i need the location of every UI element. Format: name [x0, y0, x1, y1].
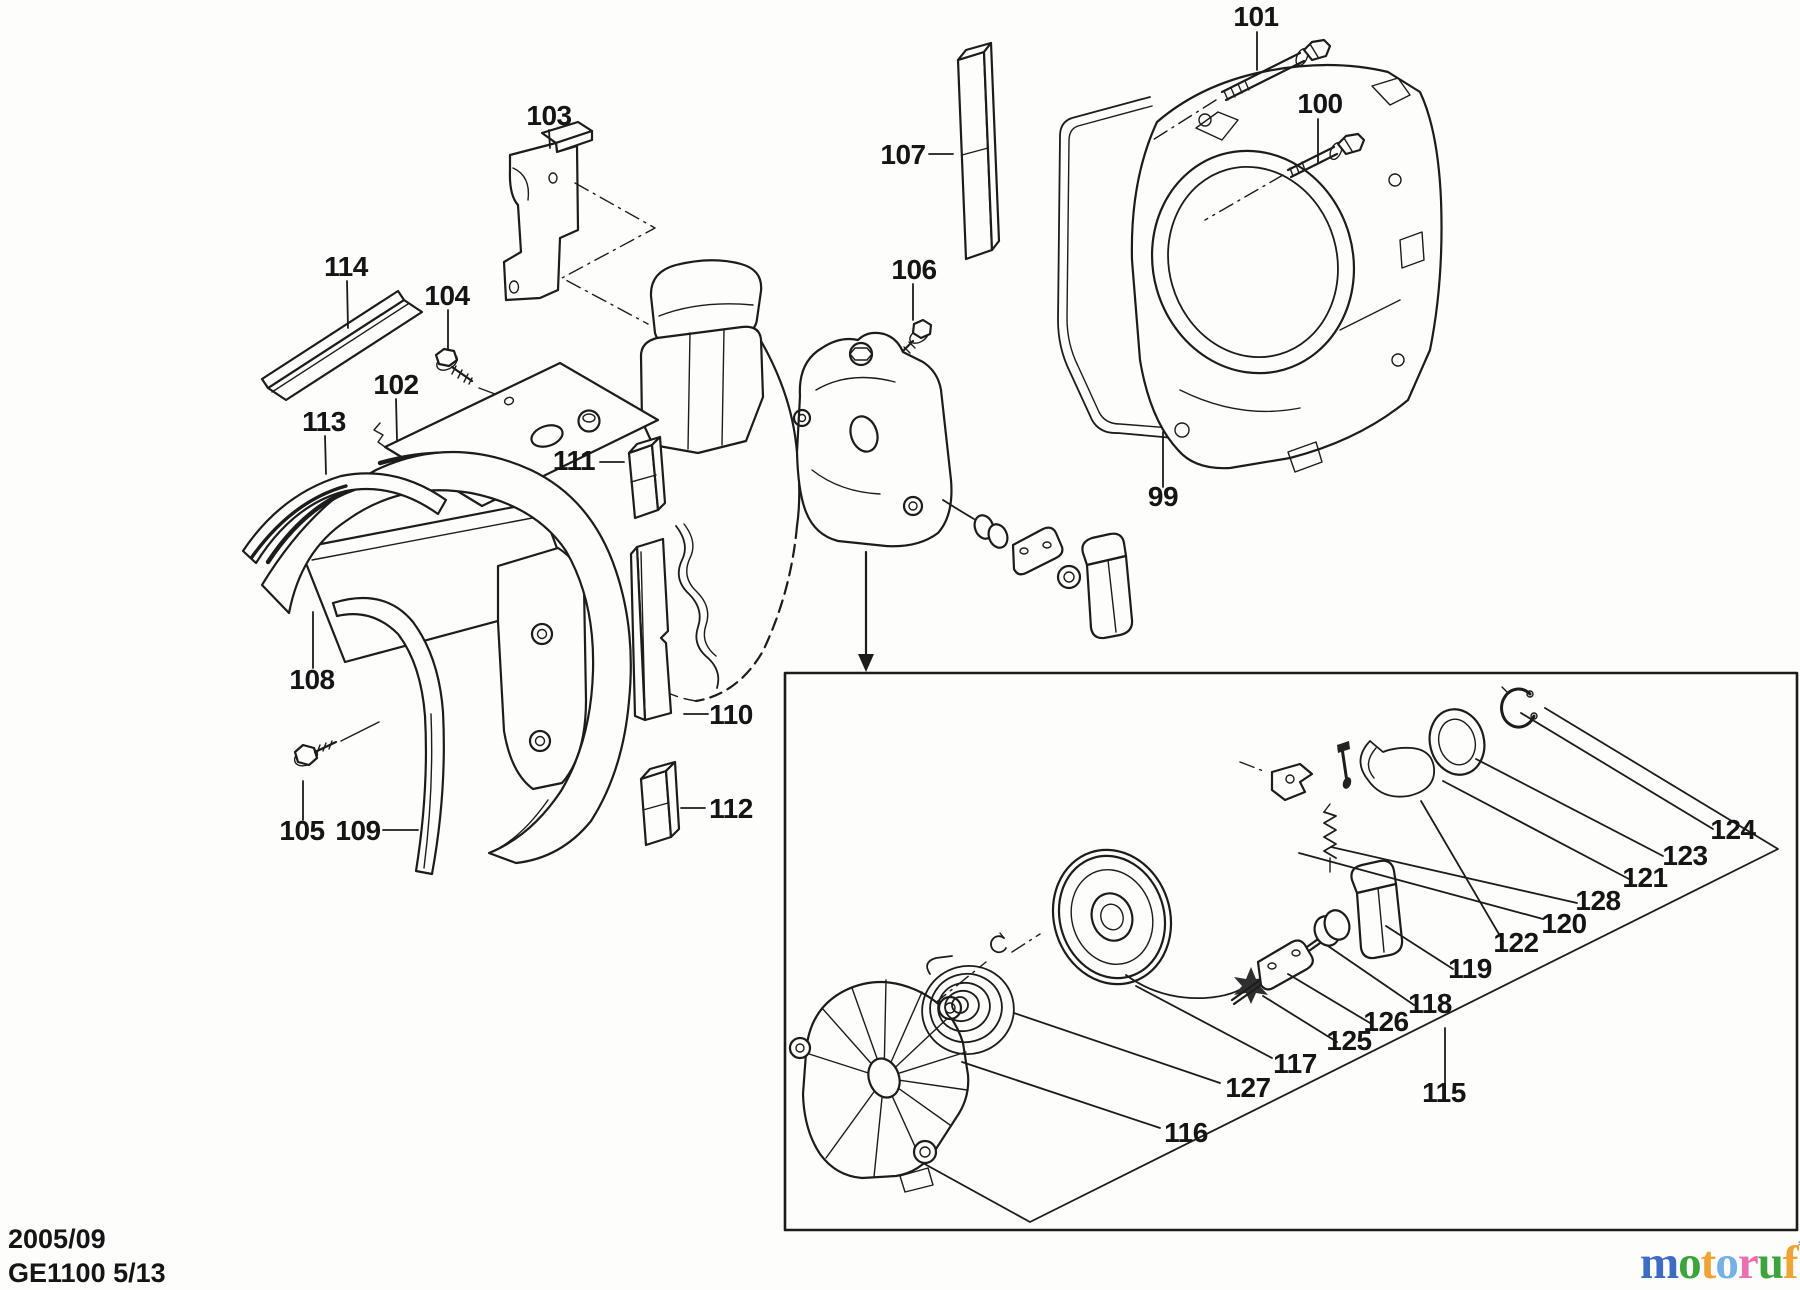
logo-letter: m — [1640, 1237, 1679, 1289]
part-label-125: 125 — [1326, 1025, 1371, 1056]
part-labels: 103 114 104 102 113 111 108 105 109 110 … — [279, 1, 1757, 1148]
part-label-117: 117 — [1273, 1048, 1317, 1079]
part-label-126: 126 — [1363, 1006, 1408, 1037]
footer-model-page: GE1100 5/13 — [8, 1258, 166, 1288]
part-label-124: 124 — [1710, 814, 1756, 845]
logo-letter: o — [1715, 1237, 1738, 1289]
part-label-103: 103 — [526, 100, 571, 131]
part-label-101: 101 — [1233, 1, 1278, 32]
part-label-118: 118 — [1408, 988, 1452, 1019]
guide-ring-drawing — [1428, 708, 1486, 776]
duct-piece-drawing — [496, 546, 588, 791]
bracket-103-drawing — [502, 120, 656, 325]
ratchet-shaft-drawing — [1230, 909, 1351, 1006]
part-label-121: 121 — [1622, 862, 1667, 893]
logo-letter: o — [1678, 1237, 1701, 1289]
bar-107-drawing — [956, 41, 1001, 261]
part-label-113: 113 — [302, 406, 346, 437]
footer-info: 2005/09 GE1100 5/13 — [8, 1222, 166, 1290]
fan-housing-drawing — [1057, 63, 1443, 473]
part-label-99: 99 — [1148, 481, 1178, 512]
strip-109-drawing — [331, 596, 445, 876]
screw-105-drawing — [293, 721, 380, 767]
part-label-106: 106 — [891, 254, 936, 285]
logo-letter: t — [1700, 1237, 1717, 1289]
inset-handle-drawing — [1350, 859, 1404, 960]
part-label-100: 100 — [1297, 88, 1342, 119]
spiral-spring-drawing — [921, 955, 1015, 1056]
part-label-119: 119 — [1448, 953, 1492, 984]
pawl-drawing — [1270, 762, 1314, 802]
recoil-starter-drawing — [792, 331, 953, 548]
part-label-116: 116 — [1164, 1117, 1208, 1148]
part-label-123: 123 — [1662, 840, 1707, 871]
pin-drawing — [1337, 741, 1352, 789]
circlip-drawing — [1500, 686, 1538, 729]
part-label-105: 105 — [279, 815, 324, 846]
engine-drawing — [639, 259, 801, 703]
bolt-100-drawing — [1286, 132, 1366, 179]
part-label-128: 128 — [1575, 885, 1620, 916]
logo-letter: r — [1737, 1237, 1759, 1289]
part-label-107: 107 — [880, 139, 925, 170]
starter-cover-drawing — [788, 979, 970, 1193]
bar-110-drawing — [629, 537, 673, 722]
block-112-drawing — [639, 760, 681, 847]
part-label-108: 108 — [289, 664, 334, 695]
starter-rope-handle-drawing — [942, 499, 1134, 640]
inset-arrow — [858, 550, 874, 672]
motoruf-logo: motoruf*.de — [1640, 1236, 1800, 1290]
inset-box — [783, 671, 1799, 1232]
part-label-115: 115 — [1422, 1077, 1466, 1108]
part-label-109: 109 — [335, 815, 380, 846]
part-label-127: 127 — [1225, 1072, 1270, 1103]
bar-114-drawing — [260, 289, 424, 402]
part-label-114: 114 — [324, 251, 369, 282]
footer-date: 2005/09 — [8, 1224, 106, 1254]
logo-star: * — [1797, 1236, 1800, 1255]
logo-letter: f — [1782, 1237, 1799, 1289]
logo-letter: u — [1757, 1237, 1784, 1289]
wire-loop-drawing — [1359, 740, 1435, 798]
rope-reel-drawing — [1051, 848, 1173, 986]
part-label-112: 112 — [709, 793, 753, 824]
part-label-104: 104 — [424, 280, 470, 311]
e-clip-drawing — [990, 932, 1007, 954]
part-label-110: 110 — [709, 699, 753, 730]
arch-113-drawing — [241, 472, 448, 565]
leader-lines — [302, 31, 1319, 831]
inset-leader-lines — [961, 712, 1714, 1129]
part-label-102: 102 — [373, 369, 418, 400]
screw-104-drawing — [434, 347, 504, 398]
coil-spring-drawing — [1323, 803, 1337, 873]
part-label-122: 122 — [1493, 927, 1538, 958]
part-label-111: 111 — [553, 445, 595, 476]
block-111-drawing — [627, 435, 667, 520]
part-label-120: 120 — [1541, 908, 1586, 939]
main-cowl-drawing — [260, 451, 632, 865]
bolt-101-drawing — [1220, 38, 1332, 102]
